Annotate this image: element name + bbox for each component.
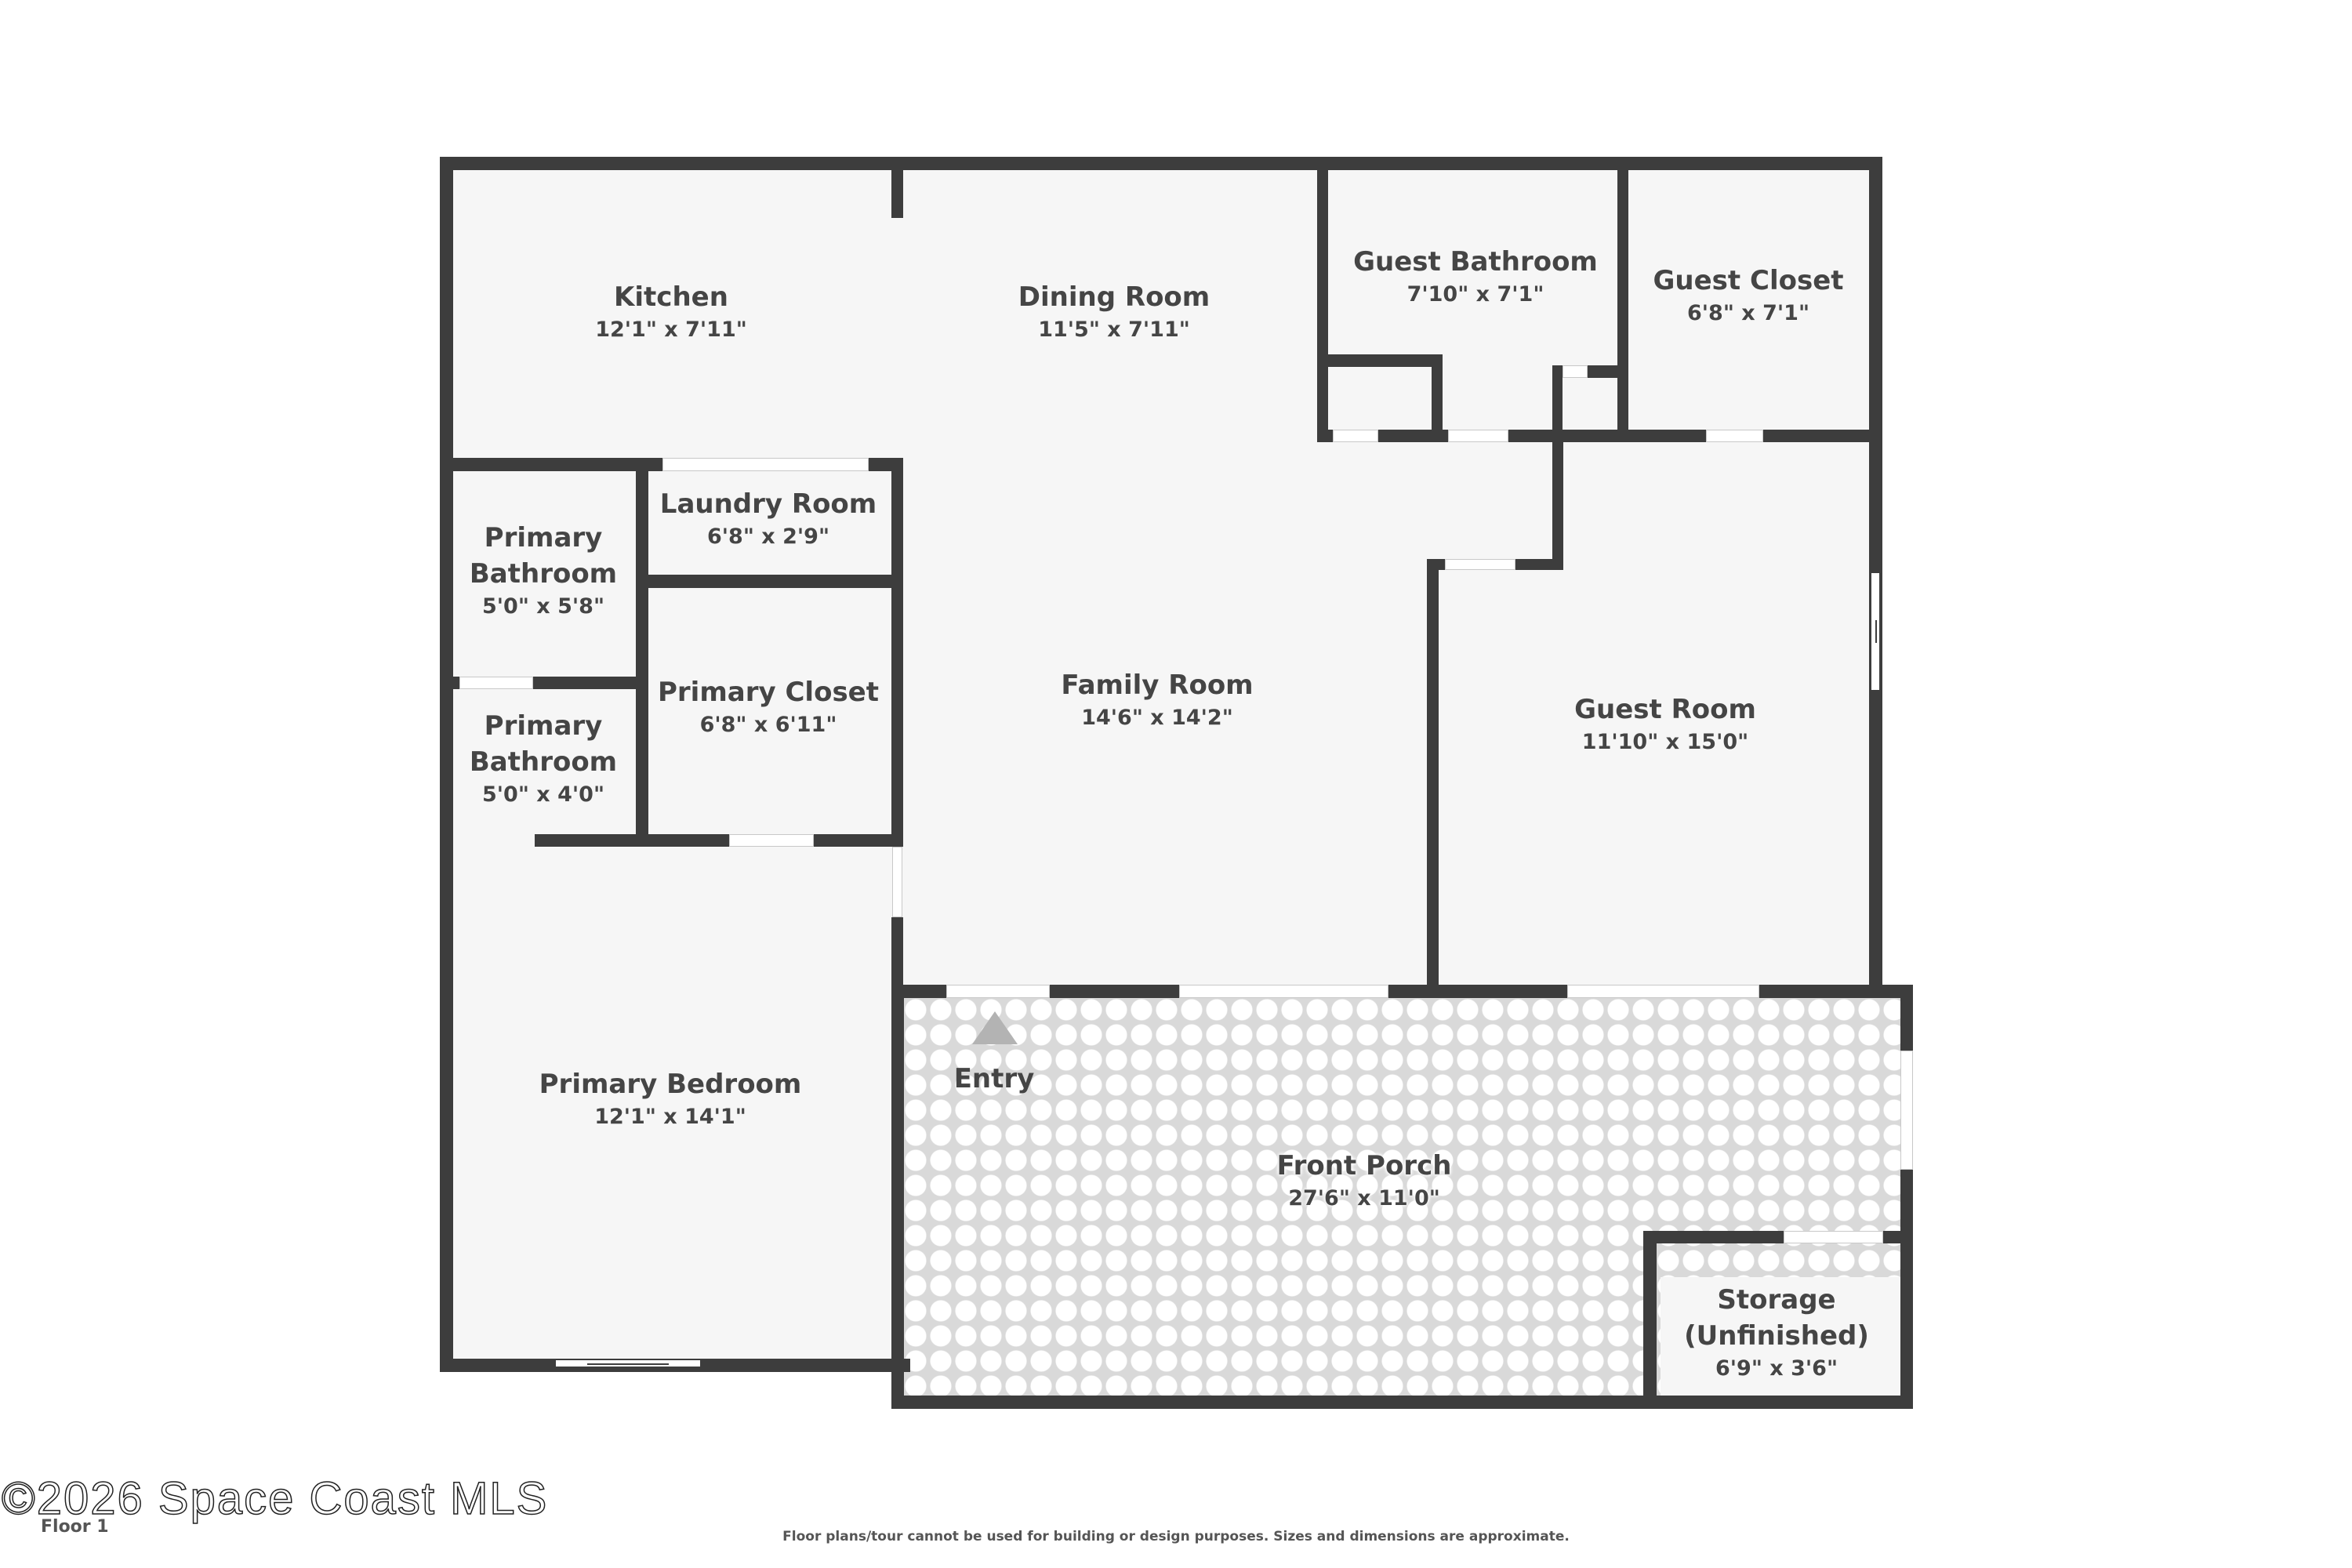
- wall-guest-bath-shower-top: [1317, 354, 1443, 367]
- room-name: Front Porch: [1276, 1150, 1452, 1181]
- laundry-top-opening[interactable]: [662, 458, 869, 471]
- room-storage[interactable]: Storage (Unfinished) 6'9" x 3'6": [1679, 1282, 1875, 1384]
- room-name: Primary Bedroom: [539, 1069, 802, 1100]
- room-dims: 7'10" x 7'1": [1406, 282, 1544, 307]
- disclaimer-text: Floor plans/tour cannot be used for buil…: [782, 1529, 1570, 1544]
- wall-kitchen-stub: [891, 157, 903, 218]
- room-dims: 11'10" x 15'0": [1581, 730, 1749, 754]
- entry-door[interactable]: [946, 985, 1050, 998]
- guest-room-slider[interactable]: [1567, 985, 1759, 998]
- guest-room-door[interactable]: [1445, 559, 1515, 570]
- wall-storage-west: [1643, 1231, 1657, 1409]
- primary-bath-door[interactable]: [459, 677, 533, 689]
- room-dims: 12'1" x 7'11": [595, 318, 747, 342]
- wall-closet-bottom: [535, 834, 903, 847]
- room-dims: 12'1" x 14'1": [594, 1105, 746, 1129]
- room-dining-room[interactable]: Dining Room 11'5" x 7'11": [1018, 279, 1210, 345]
- porch-east-opening[interactable]: [1900, 1051, 1913, 1170]
- wall-guest-bath-closet-divider: [1617, 157, 1628, 441]
- floor-label: Floor 1: [41, 1517, 109, 1537]
- room-primary-bathroom-1[interactable]: Primary Bathroom 5'0" x 5'8": [453, 520, 633, 622]
- wall-guest-room-notch: [1552, 435, 1563, 570]
- bedroom-east-opening-1[interactable]: [892, 847, 902, 917]
- wall-porch-east: [1900, 985, 1913, 1409]
- bedroom-window: [554, 1359, 702, 1368]
- room-dims: 6'8" x 6'11": [699, 713, 837, 737]
- wall-guest-block-bottom: [1317, 430, 1882, 442]
- room-guest-bathroom[interactable]: Guest Bathroom 7'10" x 7'1": [1353, 244, 1598, 310]
- room-primary-closet[interactable]: Primary Closet 6'8" x 6'11": [658, 674, 879, 740]
- storage-floor-fill: [1661, 1277, 1901, 1399]
- wall-bath-closet-divider: [636, 458, 648, 845]
- guest-nook-opening[interactable]: [1563, 365, 1588, 378]
- wall-laundry-east: [891, 458, 903, 845]
- room-dims: 5'0" x 5'8": [481, 594, 605, 619]
- wall-porch-west: [891, 985, 904, 1408]
- room-guest-closet[interactable]: Guest Closet 6'8" x 7'1": [1653, 263, 1843, 328]
- family-room-slider[interactable]: [1179, 985, 1388, 998]
- room-family-room[interactable]: Family Room 14'6" x 14'2": [1061, 667, 1253, 733]
- guest-room-window: [1870, 572, 1881, 691]
- room-name: Kitchen: [614, 281, 728, 313]
- room-name: Primary Bathroom: [469, 710, 618, 778]
- entry-arrow-icon: [972, 1011, 1018, 1044]
- room-name: Primary Closet: [658, 677, 879, 708]
- room-name: Guest Room: [1574, 694, 1756, 725]
- wall-laundry-bottom: [636, 575, 903, 588]
- guest-bath-opening-2[interactable]: [1448, 430, 1508, 442]
- entry-label: Entry: [953, 1063, 1035, 1094]
- room-name: Guest Closet: [1653, 265, 1844, 296]
- room-name: Guest Bathroom: [1353, 246, 1598, 278]
- wall-guest-nook-side: [1552, 365, 1563, 441]
- guest-closet-door[interactable]: [1706, 430, 1763, 442]
- guest-bath-opening-1[interactable]: [1333, 430, 1378, 442]
- primary-closet-door[interactable]: [729, 834, 814, 847]
- room-guest-room[interactable]: Guest Room 11'10" x 15'0": [1574, 691, 1756, 757]
- room-front-porch[interactable]: Front Porch 27'6" x 11'0": [1277, 1148, 1452, 1214]
- wall-left: [440, 157, 453, 1372]
- wall-bedroom-east-1: [891, 917, 903, 1002]
- room-name: Dining Room: [1018, 281, 1210, 313]
- wall-guest-bath-west: [1317, 157, 1328, 441]
- bedroom-floor-fill: [447, 839, 902, 1364]
- room-dims: 5'0" x 4'0": [481, 782, 605, 807]
- wall-guest-room-west: [1427, 559, 1439, 995]
- room-dims: 6'9" x 3'6": [1715, 1356, 1838, 1381]
- storage-door[interactable]: [1784, 1231, 1883, 1243]
- room-laundry-room[interactable]: Laundry Room 6'8" x 2'9": [660, 486, 877, 552]
- room-kitchen[interactable]: Kitchen 12'1" x 7'11": [595, 279, 747, 345]
- room-dims: 11'5" x 7'11": [1038, 318, 1190, 342]
- room-dims: 27'6" x 11'0": [1288, 1186, 1440, 1210]
- wall-porch-bottom: [891, 1396, 1911, 1409]
- copyright-watermark: ©2026 Space Coast MLS: [1, 1472, 549, 1525]
- room-primary-bathroom-2[interactable]: Primary Bathroom 5'0" x 4'0": [453, 708, 633, 810]
- wall-top: [440, 157, 1882, 170]
- wall-guest-bath-shower-side: [1432, 354, 1443, 441]
- room-name: Laundry Room: [659, 488, 877, 520]
- room-dims: 6'8" x 2'9": [706, 524, 830, 549]
- room-name: Storage (Unfinished): [1684, 1284, 1869, 1352]
- room-dims: 14'6" x 14'2": [1081, 706, 1233, 730]
- room-primary-bedroom[interactable]: Primary Bedroom 12'1" x 14'1": [539, 1066, 802, 1132]
- room-name: Primary Bathroom: [469, 522, 618, 590]
- room-name: Family Room: [1061, 670, 1254, 701]
- room-dims: 6'8" x 7'1": [1686, 301, 1810, 325]
